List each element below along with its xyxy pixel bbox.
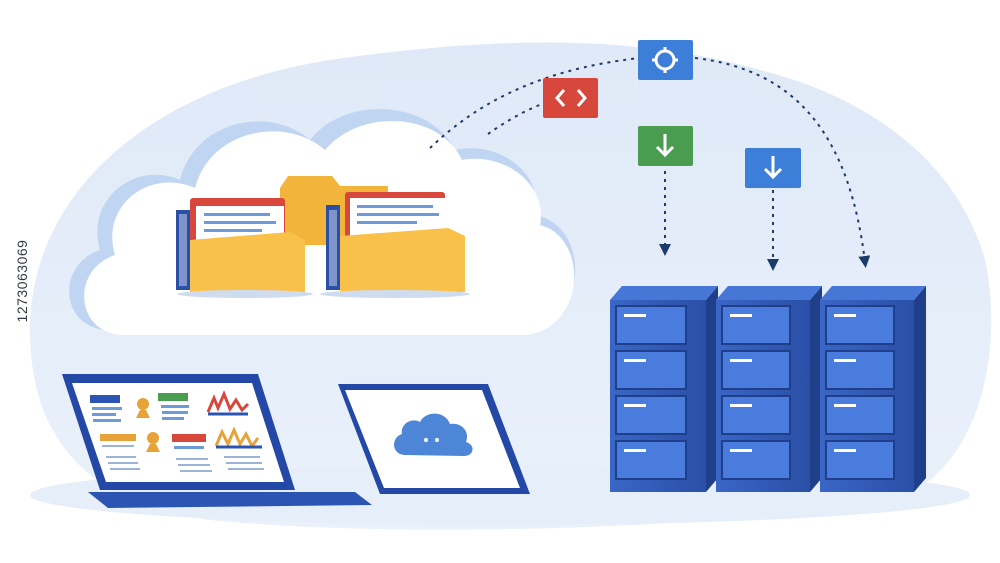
folder-icon xyxy=(176,198,313,298)
transfer-paths xyxy=(429,57,871,271)
server-rack-icon xyxy=(820,286,926,492)
cloud-icon xyxy=(394,413,473,456)
server-rack-icon xyxy=(716,286,822,492)
share-icon xyxy=(638,40,693,80)
tablet-icon xyxy=(338,384,530,494)
server-rack-group xyxy=(610,286,926,492)
laptop-icon xyxy=(62,374,372,508)
folder-group xyxy=(176,176,470,298)
download-icon xyxy=(745,148,801,188)
folder-icon xyxy=(320,192,470,298)
server-rack-icon xyxy=(610,286,718,492)
bar-chart-icon xyxy=(90,390,264,472)
code-icon xyxy=(543,78,598,118)
download-icon xyxy=(638,126,693,166)
stock-id-text: 1273063069 xyxy=(14,239,30,323)
